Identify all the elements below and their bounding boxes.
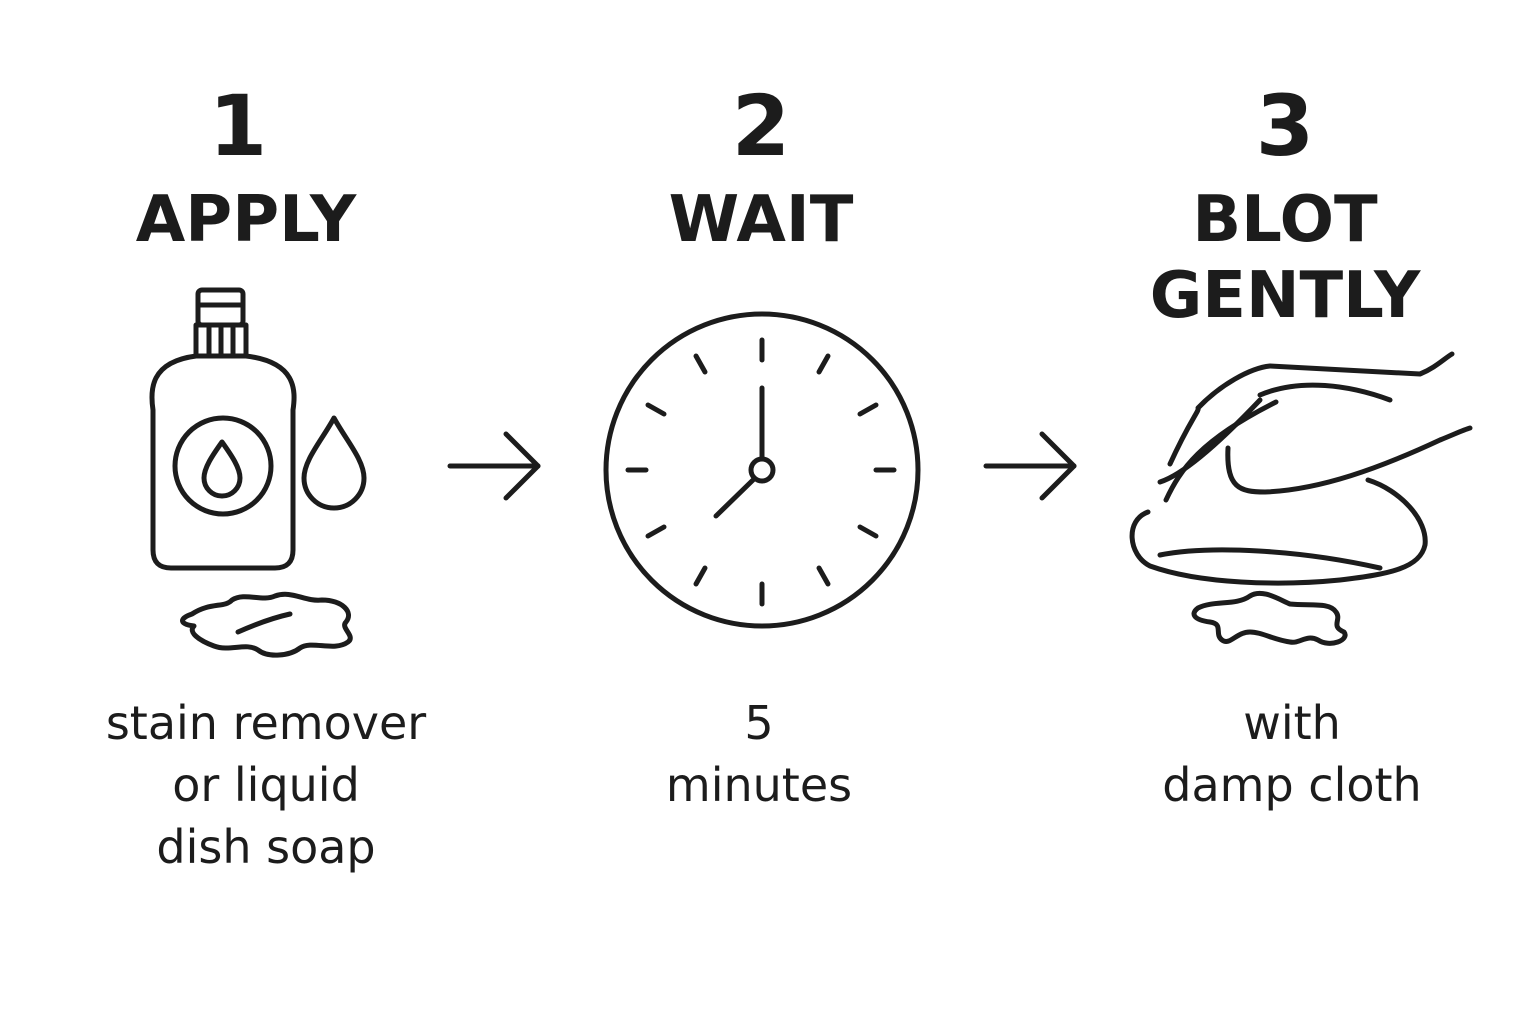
step-title-line: GENTLY [1149, 259, 1421, 333]
description-line: minutes [665, 758, 853, 812]
step-title: APPLY [46, 182, 446, 258]
description-line: or liquid [172, 758, 360, 812]
description-line: with [1243, 696, 1341, 750]
step-title: WAIT [561, 182, 961, 258]
step-description: stain remover or liquid dish soap [56, 692, 476, 878]
hand-blotting-cloth-icon [1129, 351, 1473, 586]
arrow-right-icon [447, 431, 541, 501]
step-title-line: BLOT [1192, 183, 1378, 257]
step-number: 2 [731, 77, 791, 175]
description-line: dish soap [156, 820, 376, 874]
step-number: 1 [208, 77, 268, 175]
step-description: 5 minutes [549, 692, 969, 816]
clock-icon [603, 311, 921, 629]
description-line: stain remover [105, 696, 427, 750]
description-line: damp cloth [1162, 758, 1422, 812]
step-title-line: APPLY [135, 183, 357, 257]
spray-bottle-icon [149, 287, 367, 571]
description-line: 5 [744, 696, 774, 750]
arrow-right-icon [983, 431, 1077, 501]
stain-icon [180, 591, 353, 658]
step-title-line: WAIT [668, 183, 854, 257]
step-description: with damp cloth [1082, 692, 1502, 816]
stain-icon [1191, 590, 1348, 646]
step-number: 3 [1255, 77, 1315, 175]
step-title: BLOT GENTLY [1085, 182, 1485, 334]
